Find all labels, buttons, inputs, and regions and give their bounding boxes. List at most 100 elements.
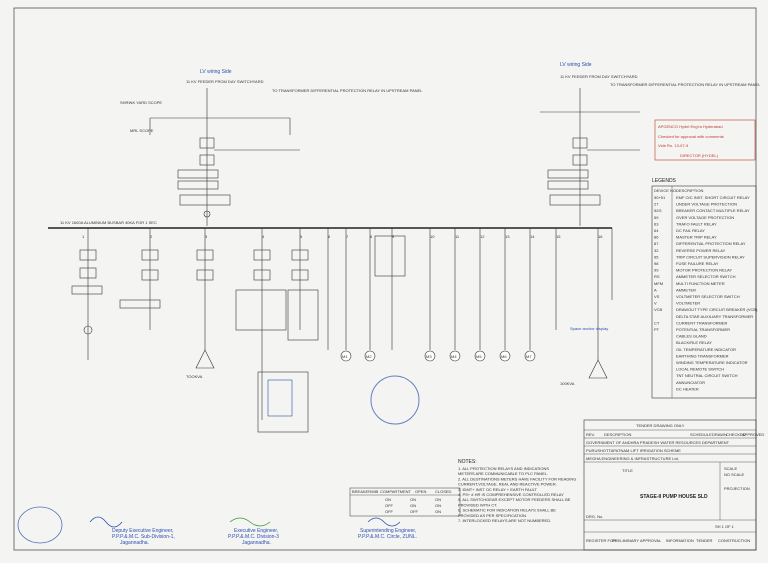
svg-text:Executive Engineer,: Executive Engineer, (234, 528, 278, 534)
svg-text:M3: M3 (426, 354, 432, 359)
svg-text:MEGHA ENGINEERING & INFRASTRUC: MEGHA ENGINEERING & INFRASTRUCTURE Ltd. (586, 456, 679, 461)
legend-code: 95 (654, 254, 659, 259)
svg-text:Jagannadha.: Jagannadha. (120, 540, 149, 546)
svg-text:15: 15 (556, 234, 561, 239)
svg-text:DESCRIPTION: DESCRIPTION (604, 432, 631, 437)
svg-text:M4: M4 (451, 354, 457, 359)
svg-text:TITLE: TITLE (622, 468, 633, 473)
legend-description: DELTA STAR AUXILIARY TRANSFORMER (676, 314, 753, 319)
svg-text:REGISTER FOR: REGISTER FOR (586, 538, 616, 543)
svg-text:Jagannadha.: Jagannadha. (242, 540, 271, 546)
legend-description: TRIP CIRCUIT SUPERVISION RELAY (676, 254, 745, 259)
svg-text:OPEN: OPEN (415, 489, 426, 494)
svg-text:PRELIMINARY: PRELIMINARY (612, 538, 639, 543)
notes-lines: 1. ALL PROTECTION RELAYS AND INDICATIONS… (458, 466, 576, 523)
svg-text:M2: M2 (366, 354, 372, 359)
legend-code: V (654, 301, 657, 306)
svg-text:GOVERNMENT OF ANDHRA PRADESH W: GOVERNMENT OF ANDHRA PRADESH WATER RESOU… (586, 440, 730, 445)
note-line: CURRENT,VOLTAGE, REAL AND REACTIVE POWER… (458, 482, 557, 487)
svg-text:DRG. No.: DRG. No. (586, 514, 603, 519)
incomer-left (149, 88, 300, 226)
legend-description: TNT NEUTRAL CIRCUIT SWITCH (676, 373, 738, 378)
interlock-cell: OFF (385, 503, 394, 508)
svg-text:COMPARTMENT: COMPARTMENT (380, 489, 412, 494)
aux-label-left: SHRINK YARD SCOPE (120, 100, 162, 105)
interlock-cell: ON (435, 497, 441, 502)
note-line: 7. INTERLOCKED RELAYS ARE NOT NUMBERED. (458, 518, 551, 523)
svg-text:9: 9 (392, 234, 395, 239)
legend-code: RS (654, 274, 660, 279)
tx-label-2: 100KVA (560, 381, 575, 386)
svg-text:6: 6 (328, 234, 331, 239)
legend-description: CURRENT TRANSFORMER (676, 320, 728, 325)
tx-relay-label-right: TO TRANSFORMER DIFFERENTIAL PROTECTION R… (610, 82, 761, 87)
legend-description: AMMETER SELECTOR SWITCH (676, 274, 736, 279)
legend-description: DIFFERENTIAL PROTECTION RELAY (676, 241, 746, 246)
legend-code: 99 (654, 268, 659, 273)
title-block: TENDER DRAWING ONLY REV. DESCRIPTION SCH… (583, 419, 764, 551)
note-line: METERS ARE COMMUNICABLE TO PLC PANEL. (458, 471, 548, 476)
legend-code: 98 (654, 261, 659, 266)
feeder-label-right: 11 KV FEEDER FROM DAY SWITCHYARD (560, 74, 638, 79)
svg-text:APPROVAL: APPROVAL (640, 538, 662, 543)
legend-code: MFM (654, 281, 663, 286)
handwritten-lv-left: LV wiring Side (200, 69, 232, 75)
svg-text:12: 12 (480, 234, 485, 239)
svg-text:Superintending Engineer,: Superintending Engineer, (360, 528, 416, 534)
legend-description: LOCAL REMOTE SWITCH (676, 367, 724, 372)
note-line: 1. ALL PROTECTION RELAYS AND INDICATIONS (458, 466, 549, 471)
note-line: 5. ALL SWITCHGEAR EXCEPT MOTOR FEEDERS S… (458, 497, 571, 502)
legend-description: DC FAIL RELAY (676, 228, 705, 233)
legend-description: ANNUNCIATOR (676, 380, 705, 385)
legend-description: FUSE FAILURE RELAY (676, 261, 719, 266)
legend-description: AMMETER (676, 287, 696, 292)
svg-text:2: 2 (150, 234, 153, 239)
legend-description: DRAWOUT TYPE CIRCUIT BREAKER (VCB) (676, 307, 758, 312)
legend-description: VOLTMETER (676, 301, 700, 306)
motors (340, 350, 536, 362)
legend-description: CABLES GLAND (676, 334, 707, 339)
legend-description: MOTOR PROTECTION RELAY (676, 268, 732, 273)
legend-description: VOLTMETER SELECTOR SWITCH (676, 294, 740, 299)
svg-text:P.P.P.&.M.C. Division-3: P.P.P.&.M.C. Division-3 (228, 534, 279, 540)
feeder-numbers: 1 2 3 4 5 6 7 8 9 10 11 12 13 14 15 16 (82, 234, 603, 239)
legend-code: VS (654, 294, 660, 299)
svg-text:3: 3 (205, 234, 208, 239)
legend-code: CT (654, 320, 660, 325)
interlock-cell: ON (435, 509, 441, 514)
legend-description: EARTHING TRANSFORMER (676, 353, 729, 358)
svg-text:CLOSED: CLOSED (435, 489, 452, 494)
svg-text:M5: M5 (476, 354, 482, 359)
seal-left (17, 506, 63, 544)
legend-code: 86 (654, 235, 659, 240)
drawing-title: STAGE-II PUMP HOUSE SLD (640, 494, 708, 500)
legend-description: MASTER TRIP RELAY (676, 235, 717, 240)
note-line: PROVIDED WITH CT. (458, 502, 497, 507)
svg-text:P.P.P.&.M.C. Circle, ZUNL.: P.P.P.&.M.C. Circle, ZUNL. (358, 534, 417, 540)
legend-description: OIL TEMPERATURE INDICATOR (676, 347, 736, 352)
svg-text:SCHEDULE: SCHEDULE (690, 432, 712, 437)
note-line: 6. SCHEMATIC FOR INDICATION RELAYS SHALL… (458, 508, 556, 513)
mrl-scope-label: MRL SCOPE (130, 128, 154, 133)
legend-description: DC HEATER (676, 386, 699, 391)
legend-description: WINDING TEMPERATURE INDICATOR (676, 360, 748, 365)
legend-code: 87 (654, 241, 659, 246)
legend-description: POTENTIAL TRANSFORMER (676, 327, 730, 332)
svg-text:DIRECTOR (HYDEL): DIRECTOR (HYDEL) (680, 153, 719, 158)
svg-text:SH 1 OF 1: SH 1 OF 1 (715, 524, 735, 529)
incomer-right (540, 88, 640, 226)
feeders (71, 228, 613, 433)
legend-code: 64 (654, 228, 659, 233)
svg-text:INFORMATION: INFORMATION (666, 538, 694, 543)
legend-description: EMF O/C INST. SHORT CIRCUIT RELAY (676, 195, 750, 200)
legend-code: VCB (654, 307, 663, 312)
note-line: 4. PS+ # HR IS COMPREHENSIVE CONTROLLED … (458, 492, 564, 497)
note-line: 2. ALL DESTINATIONS METERS HAVE FACILITY… (458, 476, 576, 481)
legend-code: A (654, 287, 657, 292)
notes: NOTES: 1. ALL PROTECTION RELAYS AND INDI… (458, 459, 576, 523)
svg-text:CONSTRUCTION: CONSTRUCTION (718, 538, 750, 543)
svg-text:10: 10 (430, 234, 435, 239)
svg-text:APGENCO Hydel Eng'ra Hyderabad: APGENCO Hydel Eng'ra Hyderabad (658, 124, 723, 129)
